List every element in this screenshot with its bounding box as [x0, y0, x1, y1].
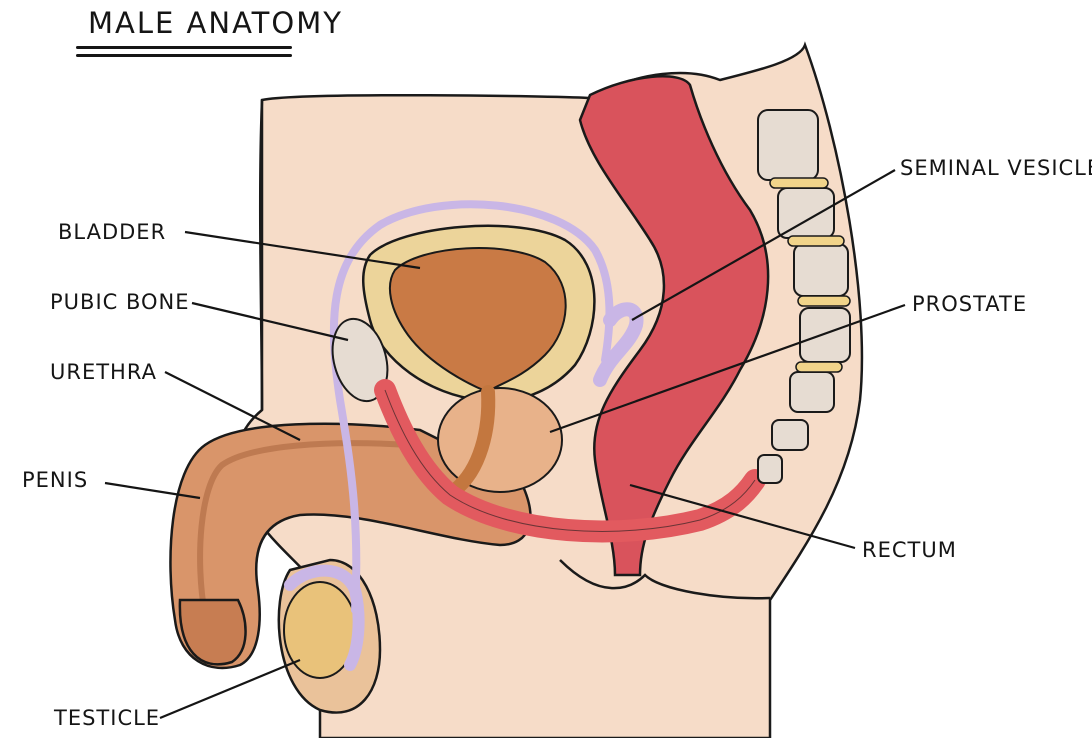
seminal-vesicle-shape [593, 302, 644, 387]
glans [178, 598, 247, 666]
title-underline-2 [76, 54, 292, 57]
page-title: MALE ANATOMY [88, 6, 343, 40]
label-urethra: URETHRA [50, 360, 157, 384]
buttock-crease [559, 559, 771, 600]
hip-crease [258, 99, 264, 411]
bladder-urethra [448, 385, 496, 497]
bladder-shape [388, 247, 567, 394]
label-pubic-bone: PUBIC BONE [50, 290, 190, 314]
label-rectum: RECTUM [862, 538, 957, 562]
label-penis: PENIS [22, 468, 89, 492]
leader-lines [104, 169, 906, 720]
label-testicle: TESTICLE [54, 706, 161, 730]
label-seminal-vesicle: SEMINAL VESICLE [900, 156, 1092, 180]
label-bladder: BLADDER [58, 220, 167, 244]
label-prostate: PROSTATE [912, 292, 1028, 316]
prostate-shape [437, 387, 563, 493]
spinal-discs [769, 177, 851, 373]
title-underline [76, 46, 292, 49]
vas-deferens [329, 200, 614, 614]
